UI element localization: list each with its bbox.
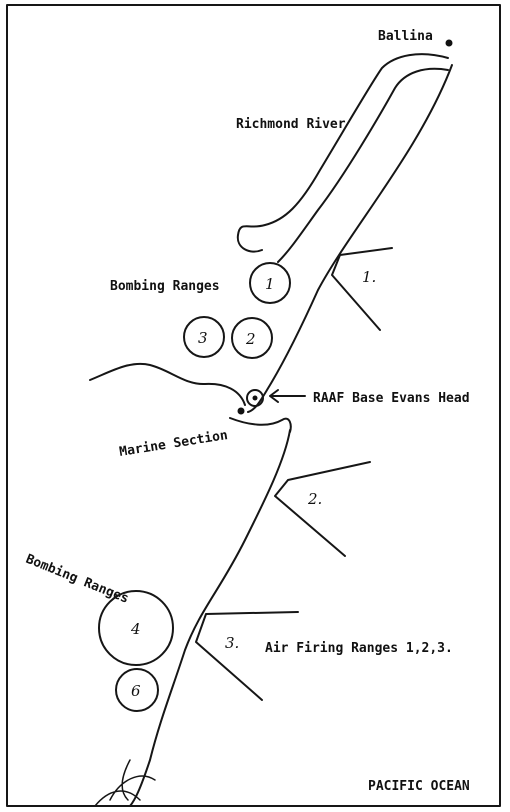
bombing-range-2: 2 — [231, 317, 273, 359]
coastal-squiggle — [94, 759, 156, 807]
bombing-range-4: 4 — [98, 590, 174, 666]
svg-text:6: 6 — [131, 682, 141, 700]
air-firing-ranges-label: Air Firing Ranges 1,2,3. — [265, 641, 453, 656]
bombing-range-6: 6 — [115, 668, 159, 712]
ballina-town-dot — [445, 39, 453, 47]
marine-section-dot — [237, 407, 245, 415]
bombing-range-3: 3 — [183, 316, 225, 358]
svg-text:4: 4 — [130, 620, 141, 638]
richmond-river — [236, 53, 449, 263]
air-firing-range-1: 1. — [331, 247, 393, 331]
svg-text:2.: 2. — [307, 490, 322, 508]
svg-text:3: 3 — [198, 329, 208, 347]
svg-text:3.: 3. — [225, 634, 239, 652]
raaf-base-label: RAAF Base Evans Head — [313, 391, 470, 406]
svg-text:2: 2 — [245, 330, 256, 348]
raaf-base-arrow — [269, 389, 306, 403]
air-firing-range-2: 2. — [274, 461, 371, 557]
richmond-river-label: Richmond River — [236, 117, 346, 132]
coastline — [129, 64, 453, 807]
svg-text:1.: 1. — [362, 268, 376, 286]
bombing-range-1: 1 — [249, 262, 291, 304]
raaf-base-marker — [246, 389, 264, 407]
svg-text:1: 1 — [265, 275, 275, 293]
bombing-ranges-north-label: Bombing Ranges — [110, 279, 220, 294]
evans-river — [89, 362, 292, 433]
marine-section-label: Marine Section — [118, 428, 229, 460]
ballina-label: Ballina — [378, 29, 433, 44]
air-firing-range-3: 3. — [195, 611, 299, 701]
pacific-ocean-label: PACIFIC OCEAN — [368, 779, 470, 794]
map-border — [6, 4, 501, 807]
